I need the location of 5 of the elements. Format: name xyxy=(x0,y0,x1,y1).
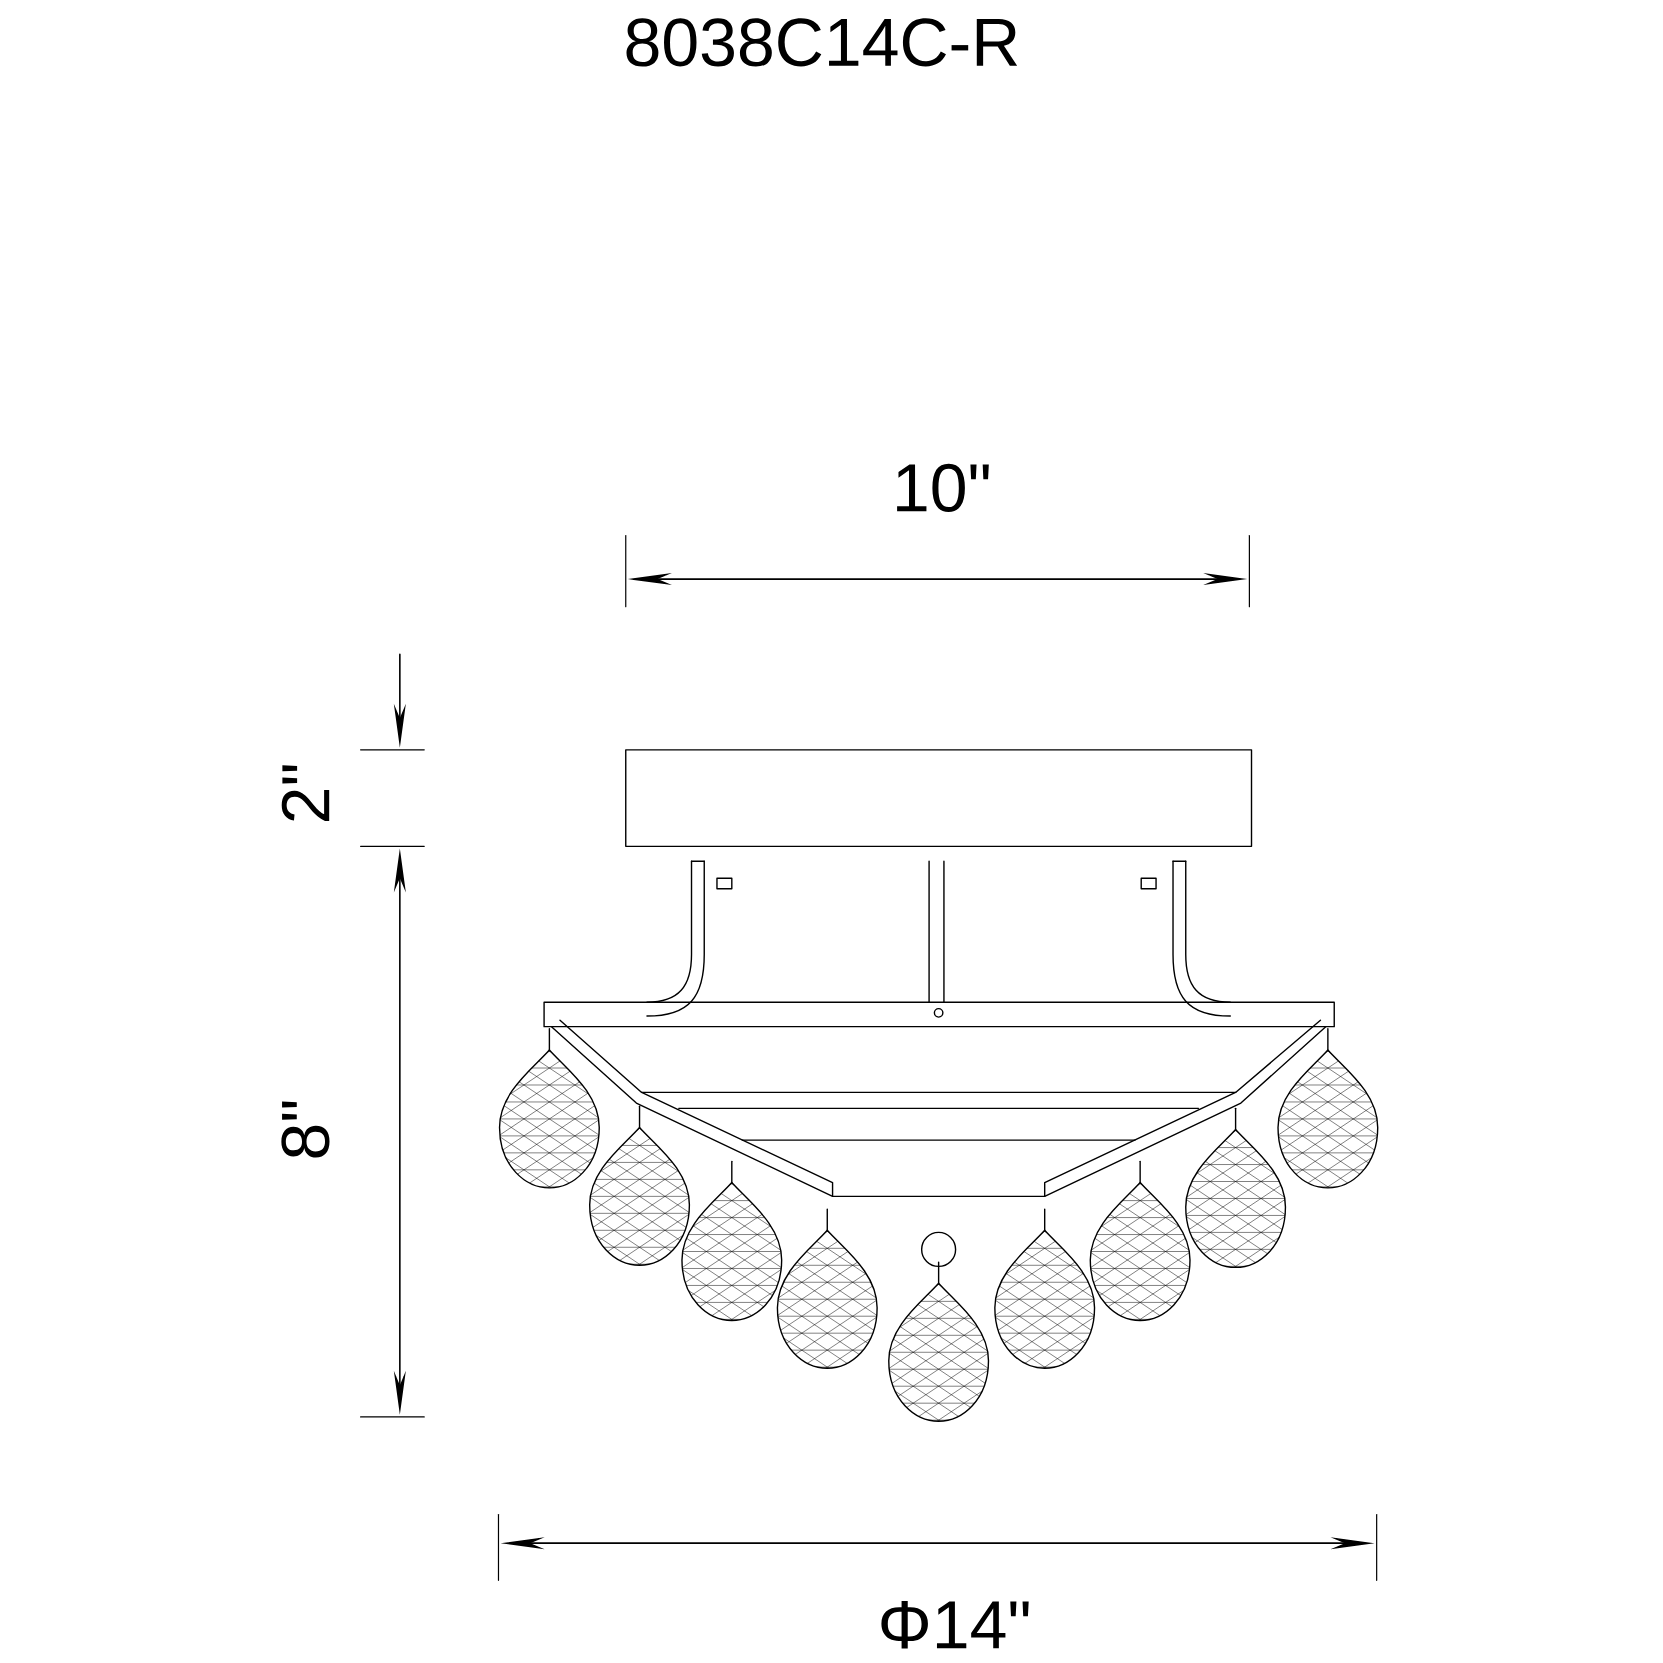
dimension-label: 10" xyxy=(897,463,989,512)
dimension-label: Φ14" xyxy=(881,1601,1029,1649)
title: 8038C14C-R xyxy=(626,18,1018,67)
dimension-label: 2" xyxy=(281,765,330,821)
dimension-label: 8" xyxy=(281,1101,330,1158)
